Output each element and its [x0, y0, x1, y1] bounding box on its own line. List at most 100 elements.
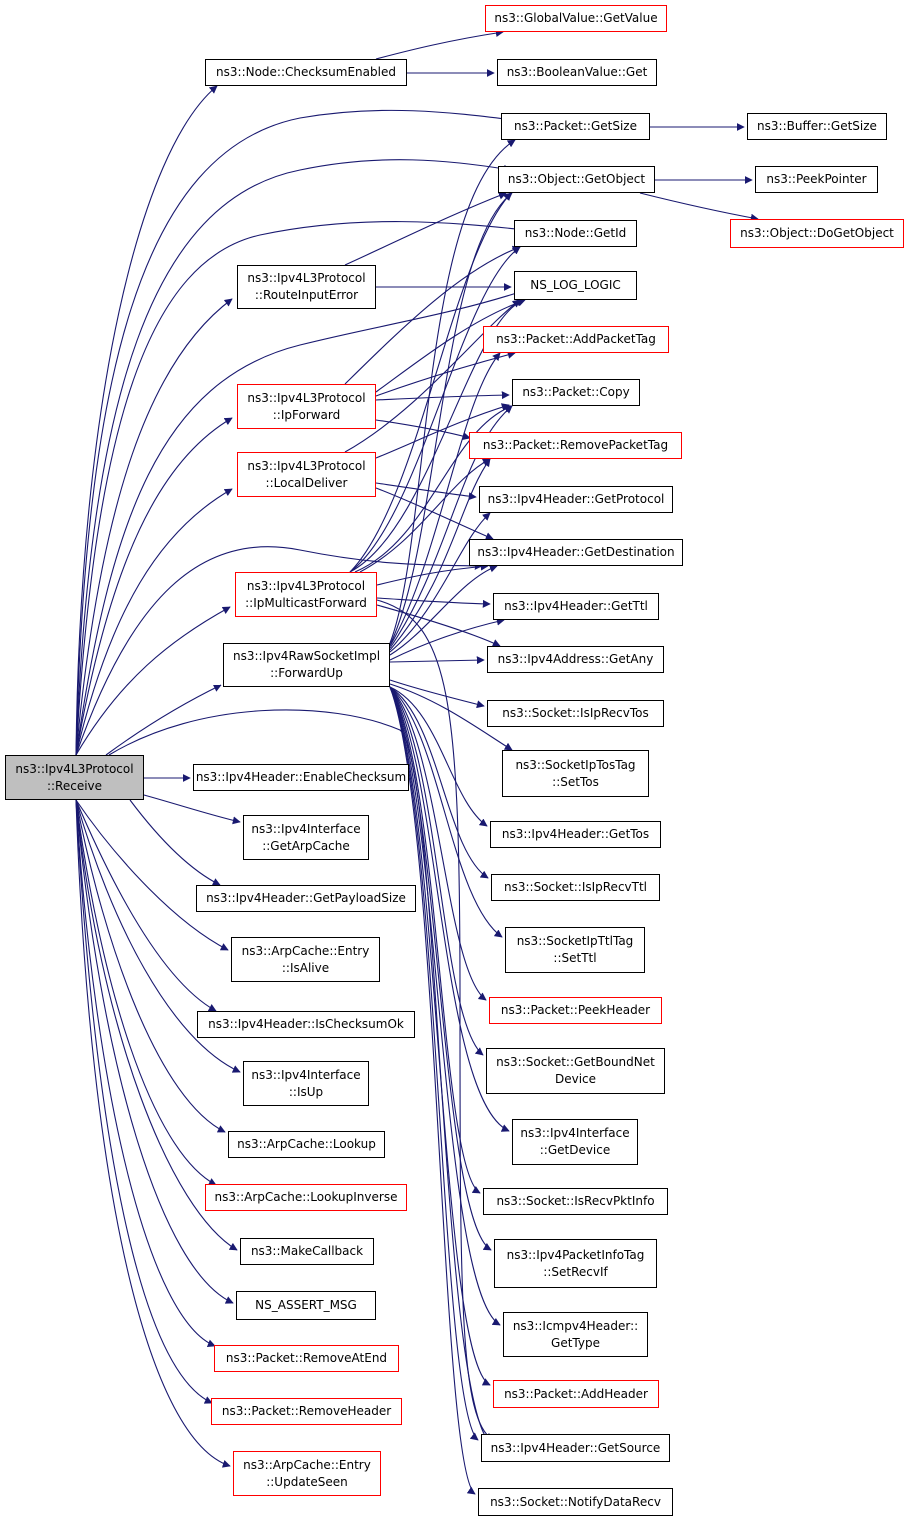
node-ip-forward[interactable]: ns3::Ipv4L3Protocol::IpForward: [237, 384, 376, 429]
node-label-line: ns3::Node::ChecksumEnabled: [216, 65, 396, 79]
edge-local-deliver-to-get-destination: [375, 487, 494, 540]
node-label-line: ns3::Ipv4Interface: [251, 821, 361, 836]
node-label-line: ns3::Ipv4Header::GetTos: [501, 827, 650, 841]
node-label-line: ns3::Ipv4Interface: [520, 1126, 630, 1140]
node-label-line: ns3::SocketIpTtlTag: [516, 934, 634, 948]
node-get-any[interactable]: ns3::Ipv4Address::GetAny: [487, 646, 664, 673]
edge-root-to-get-arp-cache: [143, 794, 241, 825]
node-get-protocol[interactable]: ns3::Ipv4Header::GetProtocol: [479, 486, 673, 513]
node-get-ttl[interactable]: ns3::Ipv4Header::GetTtl: [493, 593, 659, 620]
node-get-destination[interactable]: ns3::Ipv4Header::GetDestination: [469, 539, 683, 566]
node-get-payload-size[interactable]: ns3::Ipv4Header::GetPayloadSize: [196, 885, 416, 912]
node-label-line: ::UpdateSeen: [266, 1474, 348, 1489]
node-label-line: ns3::Icmpv4Header::: [512, 1318, 639, 1333]
node-icmp-get-type[interactable]: ns3::Icmpv4Header::GetType: [503, 1312, 648, 1357]
node-label-line: ::IsAlive: [281, 960, 330, 975]
node-is-ip-recv-tos[interactable]: ns3::Socket::IsIpRecvTos: [487, 700, 664, 727]
node-packet-copy[interactable]: ns3::Packet::Copy: [512, 379, 640, 406]
node-ns-log-logic[interactable]: NS_LOG_LOGIC: [514, 271, 637, 300]
node-label-line: ns3::Ipv4Interface: [251, 1067, 361, 1082]
node-buffer-get-size[interactable]: ns3::Buffer::GetSize: [747, 113, 887, 140]
edge-forward-up-to-packet-get-size: [389, 139, 516, 644]
node-ip-multicast-forward[interactable]: ns3::Ipv4L3Protocol::IpMulticastForward: [235, 572, 377, 617]
node-remove-packet-tag[interactable]: ns3::Packet::RemovePacketTag: [469, 432, 682, 459]
node-set-ttl[interactable]: ns3::SocketIpTtlTag::SetTtl: [505, 927, 645, 973]
edge-root-to-remove-at-end: [75, 799, 216, 1348]
node-label-line: ns3::ArpCache::LookupInverse: [214, 1190, 398, 1204]
node-checksum-enabled[interactable]: ns3::Node::ChecksumEnabled: [205, 59, 407, 86]
node-peek-pointer[interactable]: ns3::PeekPointer: [755, 166, 878, 193]
node-label-line: ns3::Socket::IsIpRecvTos: [502, 706, 649, 720]
node-label-line: Device: [554, 1072, 597, 1086]
node-peek-header[interactable]: ns3::Packet::PeekHeader: [489, 997, 662, 1024]
edge-ip-forward-to-node-get-id: [344, 245, 521, 385]
node-is-recv-pkt-info[interactable]: ns3::Socket::IsRecvPktInfo: [483, 1188, 668, 1215]
node-arp-lookup-inverse[interactable]: ns3::ArpCache::LookupInverse: [205, 1184, 407, 1211]
edge-local-deliver-to-get-protocol: [375, 482, 477, 501]
edge-forward-up-to-is-ip-recv-tos: [389, 679, 485, 709]
node-label-line: ns3::Ipv4Header::EnableChecksum: [195, 770, 407, 784]
node-add-header[interactable]: ns3::Packet::AddHeader: [493, 1380, 659, 1408]
node-ns-assert-msg[interactable]: NS_ASSERT_MSG: [236, 1291, 376, 1320]
edge-forward-up-to-iface-get-device: [389, 686, 510, 1132]
node-notify-data-recv[interactable]: ns3::Socket::NotifyDataRecv: [478, 1488, 673, 1516]
node-label-line: ::SetTos: [552, 774, 599, 789]
node-label-line: ns3::ArpCache::Entry: [241, 943, 370, 958]
node-get-arp-cache[interactable]: ns3::Ipv4Interface::GetArpCache: [243, 815, 369, 860]
node-label-line: ns3::Ipv4Header::IsChecksumOk: [208, 1017, 404, 1031]
node-label-line: ns3::BooleanValue::Get: [506, 65, 648, 79]
node-set-tos[interactable]: ns3::SocketIpTosTag::SetTos: [502, 750, 649, 797]
edge-forward-up-to-is-ip-recv-ttl: [389, 686, 489, 879]
node-is-checksum-ok[interactable]: ns3::Ipv4Header::IsChecksumOk: [197, 1011, 415, 1038]
node-remove-header[interactable]: ns3::Packet::RemoveHeader: [211, 1398, 402, 1425]
node-get-tos[interactable]: ns3::Ipv4Header::GetTos: [490, 821, 661, 848]
node-iface-get-device[interactable]: ns3::Ipv4Interface::GetDevice: [512, 1119, 638, 1165]
node-label-line: ns3::Ipv4Header::GetTtl: [504, 599, 648, 613]
edge-forward-up-to-add-header: [389, 686, 491, 1386]
edge-ip-multicast-forward-to-get-ttl: [376, 597, 491, 608]
node-remove-at-end[interactable]: ns3::Packet::RemoveAtEnd: [214, 1345, 399, 1372]
edge-route-input-error-to-object-get-object: [344, 191, 507, 266]
edge-ip-multicast-forward-to-remove-packet-tag: [359, 458, 491, 573]
edge-root-to-object-get-object: [75, 159, 512, 756]
edge-root-to-entry-is-alive: [75, 799, 229, 951]
node-iface-is-up[interactable]: ns3::Ipv4Interface::IsUp: [243, 1061, 369, 1106]
node-label-line: ns3::Buffer::GetSize: [757, 119, 877, 133]
node-do-get-object[interactable]: ns3::Object::DoGetObject: [730, 219, 904, 248]
node-set-recv-if[interactable]: ns3::Ipv4PacketInfoTag::SetRecvIf: [494, 1239, 657, 1288]
node-arp-lookup[interactable]: ns3::ArpCache::Lookup: [228, 1131, 385, 1158]
node-label-line: ns3::Socket::IsIpRecvTtl: [503, 880, 648, 894]
node-boolean-get[interactable]: ns3::BooleanValue::Get: [497, 59, 657, 86]
node-add-packet-tag[interactable]: ns3::Packet::AddPacketTag: [483, 326, 669, 353]
node-route-input-error[interactable]: ns3::Ipv4L3Protocol::RouteInputError: [237, 265, 376, 309]
node-label-line: ns3::Ipv4Address::GetAny: [497, 652, 654, 666]
edge-forward-up-to-set-ttl: [389, 686, 503, 938]
edge-forward-up-to-set-recv-if: [389, 686, 492, 1251]
edge-ip-multicast-forward-to-object-get-object: [349, 192, 512, 573]
node-forward-up[interactable]: ns3::Ipv4RawSocketImpl::ForwardUp: [223, 643, 390, 687]
edge-forward-up-to-get-ttl: [389, 617, 505, 661]
node-label-line: ns3::Packet::RemovePacketTag: [482, 438, 669, 452]
node-packet-get-size[interactable]: ns3::Packet::GetSize: [501, 113, 650, 140]
node-make-callback[interactable]: ns3::MakeCallback: [240, 1238, 374, 1265]
edge-ip-forward-to-packet-copy: [375, 391, 510, 401]
edge-forward-up-to-icmp-get-type: [389, 686, 501, 1326]
node-global-get-value[interactable]: ns3::GlobalValue::GetValue: [485, 5, 667, 32]
node-enable-checksum[interactable]: ns3::Ipv4Header::EnableChecksum: [193, 764, 409, 791]
node-local-deliver[interactable]: ns3::Ipv4L3Protocol::LocalDeliver: [237, 452, 376, 497]
node-label-line: ns3::Packet::PeekHeader: [500, 1003, 651, 1017]
node-label-line: ns3::Packet::AddHeader: [504, 1386, 648, 1401]
node-label-line: ::SetRecvIf: [543, 1264, 608, 1279]
node-entry-update-seen[interactable]: ns3::ArpCache::Entry::UpdateSeen: [233, 1451, 381, 1496]
node-object-get-object[interactable]: ns3::Object::GetObject: [498, 166, 655, 193]
node-label-line: ::LocalDeliver: [265, 475, 348, 490]
node-label-line: ::SetTtl: [553, 951, 597, 965]
node-get-source[interactable]: ns3::Ipv4Header::GetSource: [481, 1434, 670, 1462]
node-entry-is-alive[interactable]: ns3::ArpCache::Entry::IsAlive: [231, 937, 380, 982]
node-is-ip-recv-ttl[interactable]: ns3::Socket::IsIpRecvTtl: [491, 874, 660, 901]
node-label-line: ::IpForward: [272, 407, 341, 422]
edge-forward-up-to-remove-packet-tag: [389, 458, 491, 651]
node-node-get-id[interactable]: ns3::Node::GetId: [514, 220, 637, 247]
node-label-line: ns3::Packet::GetSize: [514, 119, 637, 133]
